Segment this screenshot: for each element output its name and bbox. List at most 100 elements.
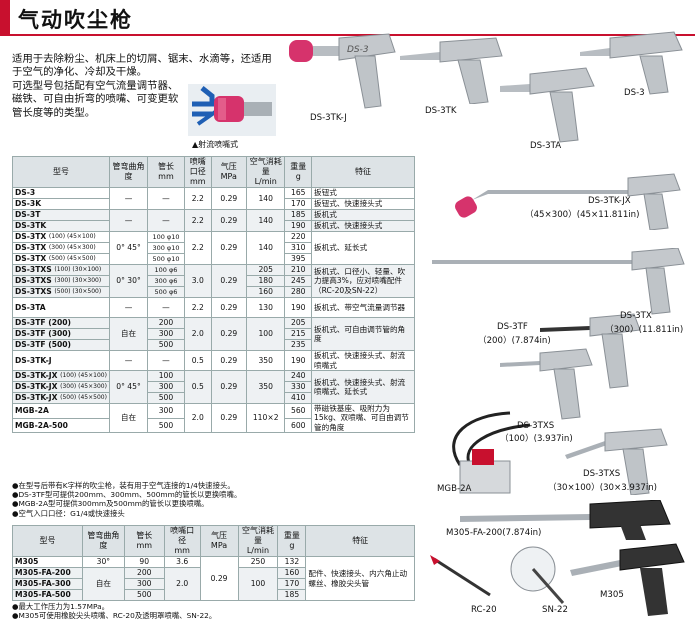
ds-3tf-gun-image bbox=[540, 313, 641, 389]
table-row: DS-3TF (200) 自在 200 2.0 0.29 100 205 扳机式… bbox=[12, 317, 415, 351]
table-cell: DS-3TK-JX (100) (45×100) bbox=[12, 370, 110, 382]
cell-text: DS-3TX bbox=[15, 243, 47, 253]
table-cell: 扳机式、口径小、轻量、吹力提高3%，应对喷嘴配件（RC-20及SN-22） bbox=[311, 264, 415, 298]
label-ds-3txs-size: （100）(3.937in) bbox=[500, 434, 573, 444]
col-features: 特征 bbox=[305, 525, 415, 557]
table-cell: 0° 30° bbox=[108, 264, 149, 298]
table-cell: 100 φ6 bbox=[147, 264, 185, 276]
cell-text: (100) (30×100) bbox=[54, 266, 102, 274]
note-line: ●DS-3TF型可提供200mm、300mm、500mm的管长以更换喷嘴。 bbox=[12, 490, 242, 500]
brand-mark: DS-3 bbox=[347, 45, 369, 55]
table-cell: 0.29 bbox=[210, 264, 247, 298]
table-row: DS-3TK-JX (500) (45×500) 500 410 bbox=[12, 392, 415, 404]
table-row: DS-3TF (300) 300 215 bbox=[12, 328, 415, 340]
table-cell: 310 bbox=[284, 242, 313, 254]
table-cell: 110×2 bbox=[245, 402, 286, 434]
table-cell: DS-3TF (300) bbox=[12, 328, 110, 340]
table-cell: 0.29 bbox=[199, 556, 239, 601]
table-row: M305-FA-500 500 185 bbox=[12, 589, 415, 601]
table-cell: 2.0 bbox=[183, 402, 212, 434]
table-cell: 410 bbox=[284, 392, 313, 404]
table-cell: 180 bbox=[245, 275, 286, 287]
cell-text: 管长 bbox=[136, 531, 153, 540]
table-cell: 扳机式、带空气流量调节器 bbox=[311, 297, 415, 318]
table-cell: 500 bbox=[147, 392, 185, 404]
table-cell: 170 bbox=[277, 578, 307, 590]
label-ds-3: DS-3 bbox=[624, 88, 645, 98]
table-row: DS-3TXS (100) (30×100) 0° 30° 100 φ6 3.0… bbox=[12, 264, 415, 298]
rc-20-nozzle-image bbox=[430, 555, 491, 597]
table-cell: 3.6 bbox=[163, 556, 201, 568]
table-cell: 245 bbox=[284, 275, 313, 287]
ds-3-gun-image bbox=[580, 31, 683, 95]
note-line: ●M305可使用橡胶尖头喷嘴、RC-20及透明罩喷嘴、SN-22。 bbox=[12, 611, 217, 621]
table-cell: DS-3T bbox=[12, 209, 110, 221]
table-cell: 300 bbox=[147, 328, 185, 340]
table-cell: DS-3TF (200) bbox=[12, 317, 110, 329]
table-cell: 235 bbox=[284, 339, 313, 351]
ds-3tk-gun-image bbox=[400, 37, 503, 104]
table-cell: 160 bbox=[245, 286, 286, 298]
table-cell: 90 bbox=[123, 556, 165, 568]
table-cell: 500 bbox=[147, 417, 185, 434]
note-line: ●在型号后带有K字样的吹尘枪，装有用于空气连接的1/4快速接头。 bbox=[12, 481, 235, 490]
table-cell: 205 bbox=[284, 317, 313, 329]
cell-text: 喷嘴口径 bbox=[189, 157, 206, 176]
table-cell: 2.0 bbox=[183, 317, 212, 351]
table-cell: 2.2 bbox=[183, 231, 212, 265]
table-cell: 扳机式、可自由调节管的角度 bbox=[311, 317, 415, 351]
table-row: DS-3TX (500) (45×500) 500 φ10 395 bbox=[12, 253, 415, 265]
table-cell: 190 bbox=[284, 297, 313, 318]
ds-3tx-gun-image bbox=[432, 248, 685, 315]
table-cell: M305-FA-300 bbox=[12, 578, 83, 590]
table-cell: 350 bbox=[245, 370, 286, 404]
cell-text: mm bbox=[158, 172, 174, 181]
table-row: MGB-2A 自在 300 2.0 0.29 110×2 560 带磁铁基座、吸… bbox=[12, 402, 415, 434]
table-cell: 扳机式、快速接头式 bbox=[311, 220, 415, 232]
sn-22-nozzle-image bbox=[510, 546, 565, 604]
table-cell: DS-3TK bbox=[12, 220, 110, 232]
mgb-2a-image bbox=[452, 411, 531, 494]
ds-3tk-j-gun-image: DS-3 bbox=[289, 33, 396, 109]
cell-text: (300) (45×300) bbox=[48, 244, 96, 252]
cell-text: DS-3TX bbox=[15, 232, 47, 242]
table-cell: DS-3TK-J bbox=[12, 350, 110, 371]
table-cell: — bbox=[108, 187, 149, 210]
table-cell: 0.29 bbox=[210, 231, 247, 265]
table-cell: 扳钮式、快速接头式 bbox=[311, 198, 415, 210]
table-cell: 205 bbox=[245, 264, 286, 276]
cell-text: 空气消耗量 bbox=[241, 526, 274, 545]
table-cell: 2.0 bbox=[163, 567, 201, 601]
table-cell: 130 bbox=[245, 297, 286, 318]
cell-text: 气压 bbox=[220, 162, 237, 171]
table-cell: 0.29 bbox=[210, 370, 247, 404]
table-cell: DS-3TF (500) bbox=[12, 339, 110, 351]
table-cell: DS-3TX (100) (45×100) bbox=[12, 231, 110, 243]
table-cell: DS-3TK-JX (300) (45×300) bbox=[12, 381, 110, 393]
cell-text: DS-3TX bbox=[15, 254, 47, 264]
label-ds-3ta: DS-3TA bbox=[530, 141, 562, 151]
table-cell: DS-3TA bbox=[12, 297, 110, 318]
table-cell: — bbox=[108, 350, 149, 371]
table-cell: DS-3 bbox=[12, 187, 110, 199]
table-cell: 扳机式 bbox=[311, 209, 415, 221]
cell-text: 气压 bbox=[211, 531, 228, 540]
table-row: DS-3TK-JX (100) (45×100) 0° 45° 100 0.5 … bbox=[12, 370, 415, 404]
table-cell: 自在 bbox=[108, 402, 149, 434]
table-cell: — bbox=[147, 187, 185, 210]
cell-text: (100) (45×100) bbox=[60, 372, 107, 380]
note-line: ●MGB-2A型可提供300mm及500mm的管长以更换喷嘴。 bbox=[12, 499, 209, 509]
table-cell: 500 φ6 bbox=[147, 286, 185, 298]
table-cell: 100 bbox=[237, 567, 279, 601]
cell-text: g bbox=[295, 172, 301, 181]
table-cell: 300 bbox=[123, 578, 165, 590]
table-cell: 0.29 bbox=[210, 317, 247, 351]
table-cell: 140 bbox=[245, 209, 286, 232]
note-line: ●空气入口口径：G1/4或快速接头 bbox=[12, 508, 125, 518]
